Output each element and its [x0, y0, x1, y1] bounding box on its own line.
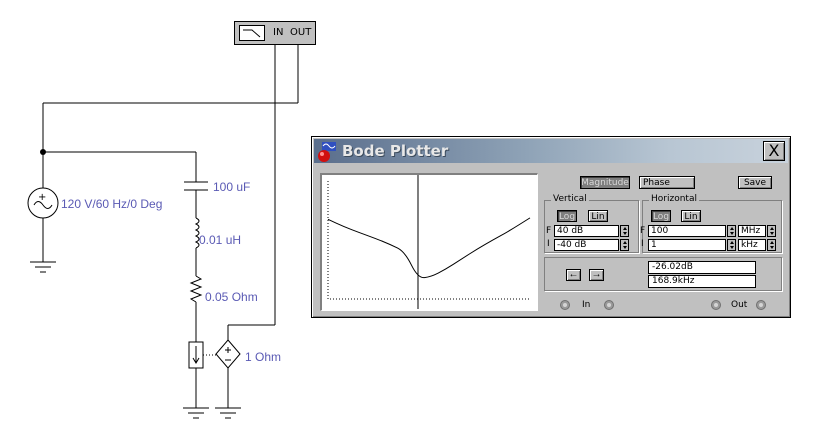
cursor-left-button[interactable]: ← [566, 269, 581, 281]
phase-button[interactable]: Phase [639, 176, 695, 189]
horizontal-final-prefix: F [640, 226, 646, 236]
horizontal-final-field[interactable]: 100 [648, 225, 726, 237]
bode-plot-display[interactable] [320, 173, 538, 311]
frequency-readout: 168.9kHz [648, 275, 756, 288]
window-title: Bode Plotter [342, 142, 449, 160]
vertical-log-button[interactable]: Log [557, 210, 577, 222]
vertical-initial-prefix: I [547, 239, 550, 249]
in-terminal-minus[interactable] [604, 300, 614, 310]
horizontal-initial-unit[interactable]: kHz [738, 239, 766, 251]
source-label: 120 V/60 Hz/0 Deg [61, 197, 163, 211]
in-terminal-plus[interactable] [560, 300, 570, 310]
horizontal-initial-unit-spinner[interactable] [767, 239, 776, 251]
vertical-group: Vertical Log Lin F 40 dB I -40 dB [544, 194, 639, 253]
horizontal-initial-spinner[interactable] [727, 239, 736, 251]
out-label: Out [731, 300, 748, 310]
horizontal-log-button[interactable]: Log [651, 210, 671, 222]
junction-dot [40, 149, 46, 155]
control-panel: Magnitude Phase Save Vertical Log Lin F … [542, 171, 787, 315]
out-terminal-plus[interactable] [711, 300, 721, 310]
resistor-label: 0.05 Ohm [205, 290, 258, 304]
svg-text:+: + [38, 192, 46, 203]
dependent-source-symbol [215, 339, 241, 369]
vertical-lin-button[interactable]: Lin [588, 210, 608, 222]
bode-plotter-instrument-icon[interactable]: IN OUT [234, 21, 316, 45]
horizontal-initial-prefix: I [641, 239, 644, 249]
magnitude-curve [327, 217, 531, 279]
capacitor-label: 100 uF [213, 180, 251, 194]
horizontal-group: Horizontal Log Lin F 100 MHz I 1 kHz [640, 194, 782, 253]
title-bar[interactable]: Bode Plotter X [314, 139, 788, 163]
dep-source-label: 1 Ohm [245, 350, 282, 364]
ac-wave-icon [33, 201, 53, 209]
bode-screen-icon [239, 25, 265, 41]
magnitude-readout: -26.02dB [648, 261, 756, 274]
plot-axes [327, 181, 530, 300]
vertical-initial-field[interactable]: -40 dB [554, 239, 619, 251]
bode-plotter-window: Bode Plotter X Magnitude Phase Save Vert… [311, 136, 791, 318]
vertical-title: Vertical [551, 194, 589, 204]
in-label: In [582, 300, 591, 310]
vertical-final-prefix: F [546, 226, 552, 236]
resistor-symbol [189, 275, 203, 303]
bode-plot-svg [327, 175, 531, 309]
out-terminal-minus[interactable] [756, 300, 766, 310]
vertical-initial-spinner[interactable] [620, 239, 629, 251]
close-button[interactable]: X [763, 141, 785, 161]
save-button[interactable]: Save [738, 176, 772, 189]
bode-out-label: OUT [290, 27, 312, 38]
vertical-final-field[interactable]: 40 dB [554, 225, 619, 237]
horizontal-lin-button[interactable]: Lin [681, 210, 701, 222]
horizontal-final-unit[interactable]: MHz [738, 225, 766, 237]
horizontal-title: Horizontal [649, 194, 699, 204]
readout-group: ← → -26.02dB 168.9kHz [544, 257, 782, 291]
inductor-label: 0.01 uH [199, 233, 242, 247]
horizontal-final-spinner[interactable] [727, 225, 736, 237]
bode-in-label: IN [273, 27, 284, 38]
cursor-right-button[interactable]: → [589, 269, 604, 281]
bode-app-icon [318, 142, 336, 162]
horizontal-initial-field[interactable]: 1 [648, 239, 726, 251]
magnitude-button[interactable]: Magnitude [580, 176, 630, 189]
inductor-symbol [194, 217, 200, 249]
horizontal-final-unit-spinner[interactable] [767, 225, 776, 237]
vertical-final-spinner[interactable] [620, 225, 629, 237]
